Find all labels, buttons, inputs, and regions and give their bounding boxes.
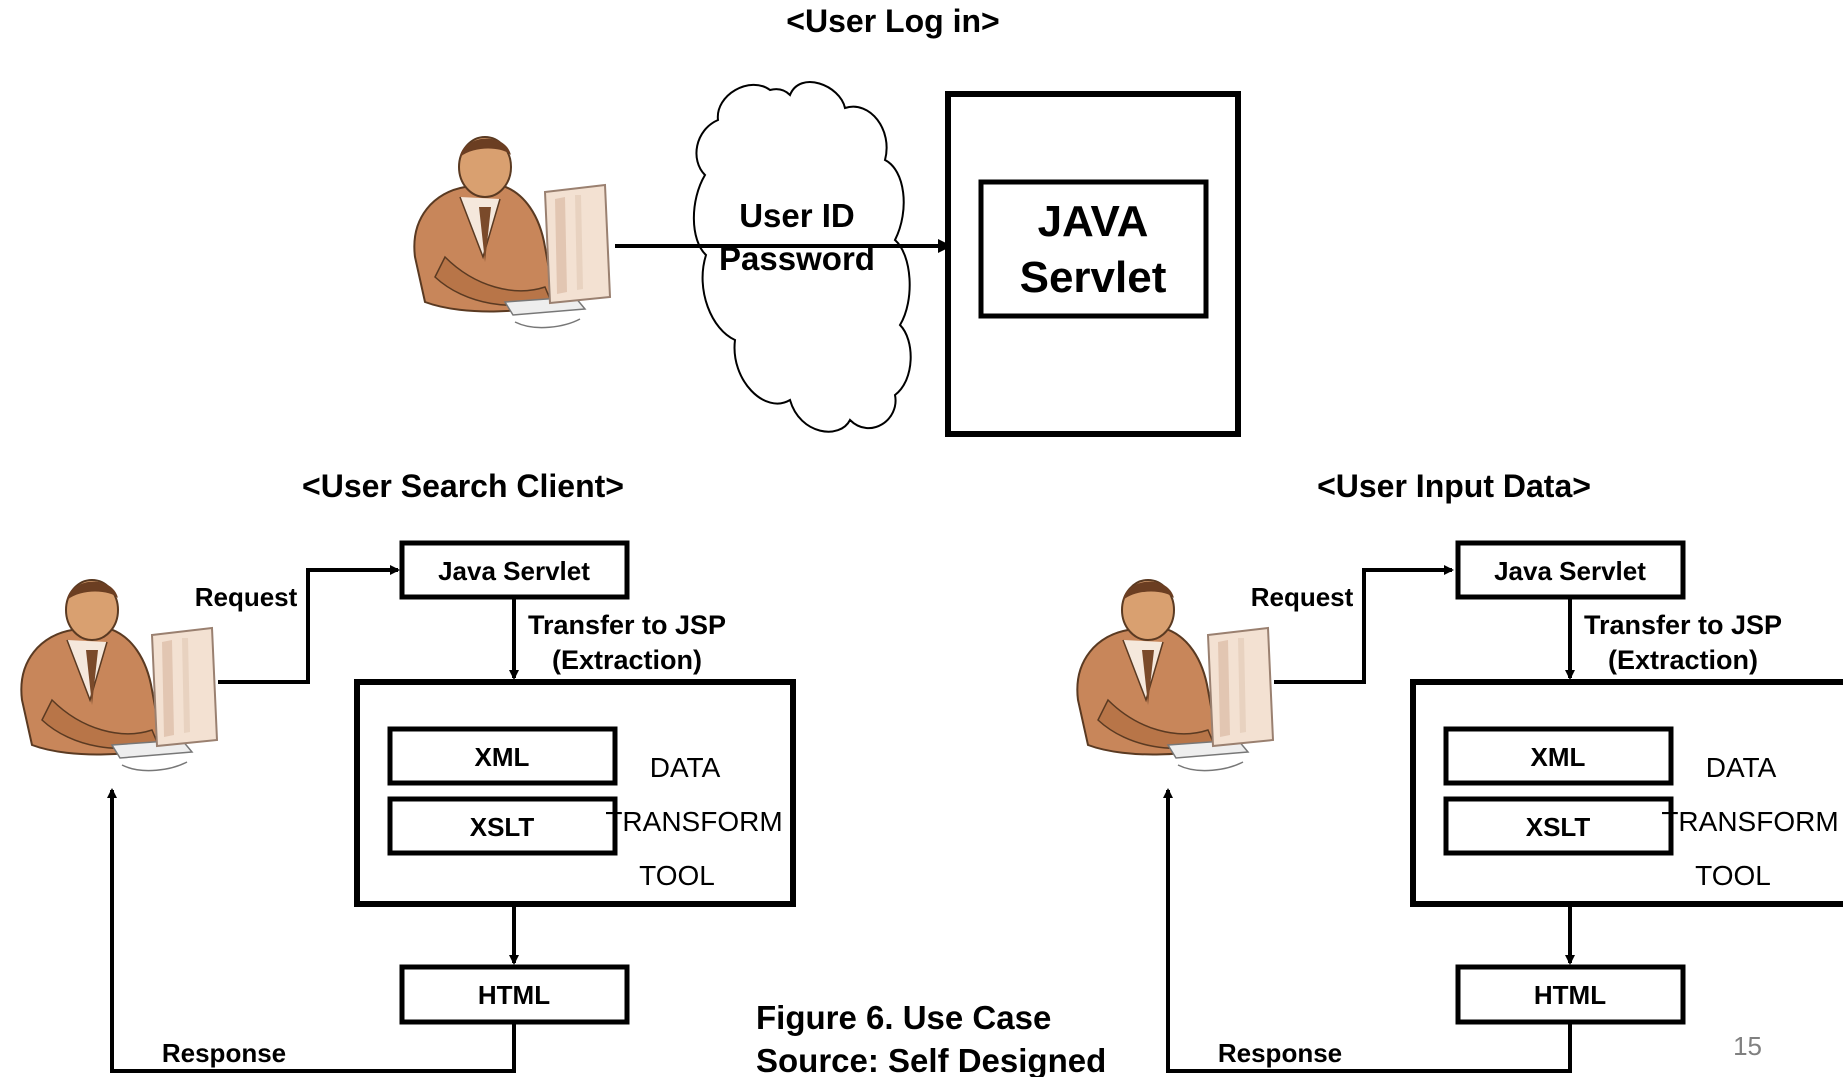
right-xslt-box (1443, 796, 1674, 856)
right-panel-title: <User Input Data> (1317, 468, 1591, 504)
servlet-servlet-label: Servlet (1020, 253, 1167, 302)
left-transform-label: TRANSFORM (605, 806, 782, 837)
right-xml-label: XML (1531, 742, 1586, 772)
servlet-java-label: JAVA (1038, 197, 1149, 246)
left-transfer-label-1: Transfer to JSP (528, 610, 726, 640)
right-response-arrow (1163, 788, 1572, 1073)
right-user-icon (1076, 579, 1274, 772)
left-tool-label: TOOL (639, 860, 715, 891)
right-response-label: Response (1218, 1038, 1342, 1068)
left-data-label: DATA (650, 752, 721, 783)
right-tool-label: TOOL (1695, 860, 1771, 891)
left-response-label: Response (162, 1038, 286, 1068)
left-request-arrow (218, 565, 400, 684)
left-xml-box (387, 726, 618, 786)
right-servlet-box (1455, 540, 1686, 600)
right-xslt-label: XSLT (1526, 812, 1591, 842)
right-tool-box (1410, 679, 1843, 907)
servlet-inner-box (978, 179, 1209, 319)
left-xslt-box (387, 796, 618, 856)
right-transform-label: TRANSFORM (1661, 806, 1838, 837)
right-servlet-label: Java Servlet (1494, 556, 1646, 586)
network-cloud-icon (692, 81, 912, 433)
right-request-arrow (1274, 565, 1454, 684)
right-transfer-label-2: (Extraction) (1608, 645, 1758, 675)
left-html-label: HTML (478, 980, 550, 1010)
left-html-box (399, 964, 630, 1025)
left-xml-label: XML (475, 742, 530, 772)
right-transfer-label-1: Transfer to JSP (1584, 610, 1782, 640)
left-panel: <User Search Client> Request Java Servle… (20, 468, 796, 1073)
left-request-label: Request (195, 582, 298, 612)
right-data-label: DATA (1706, 752, 1777, 783)
right-panel: <User Input Data> Request Java Servlet T… (1076, 468, 1843, 1073)
left-tool-box (354, 679, 796, 907)
left-panel-title: <User Search Client> (302, 468, 624, 504)
figure-caption-line2: Source: Self Designed (756, 1042, 1106, 1077)
right-request-label: Request (1251, 582, 1354, 612)
left-transfer-label-2: (Extraction) (552, 645, 702, 675)
left-servlet-label: Java Servlet (438, 556, 590, 586)
user-at-computer-icon (413, 136, 611, 329)
cloud-user-id-label: User ID (739, 197, 855, 234)
figure-caption-line1: Figure 6. Use Case (756, 999, 1051, 1036)
right-html-box (1455, 964, 1686, 1025)
right-xml-box (1443, 726, 1674, 786)
left-xslt-label: XSLT (470, 812, 535, 842)
page-number: 15 (1733, 1031, 1762, 1061)
left-user-icon (20, 579, 218, 772)
top-title: <User Log in> (786, 3, 999, 39)
right-html-label: HTML (1534, 980, 1606, 1010)
left-response-arrow (107, 788, 516, 1073)
